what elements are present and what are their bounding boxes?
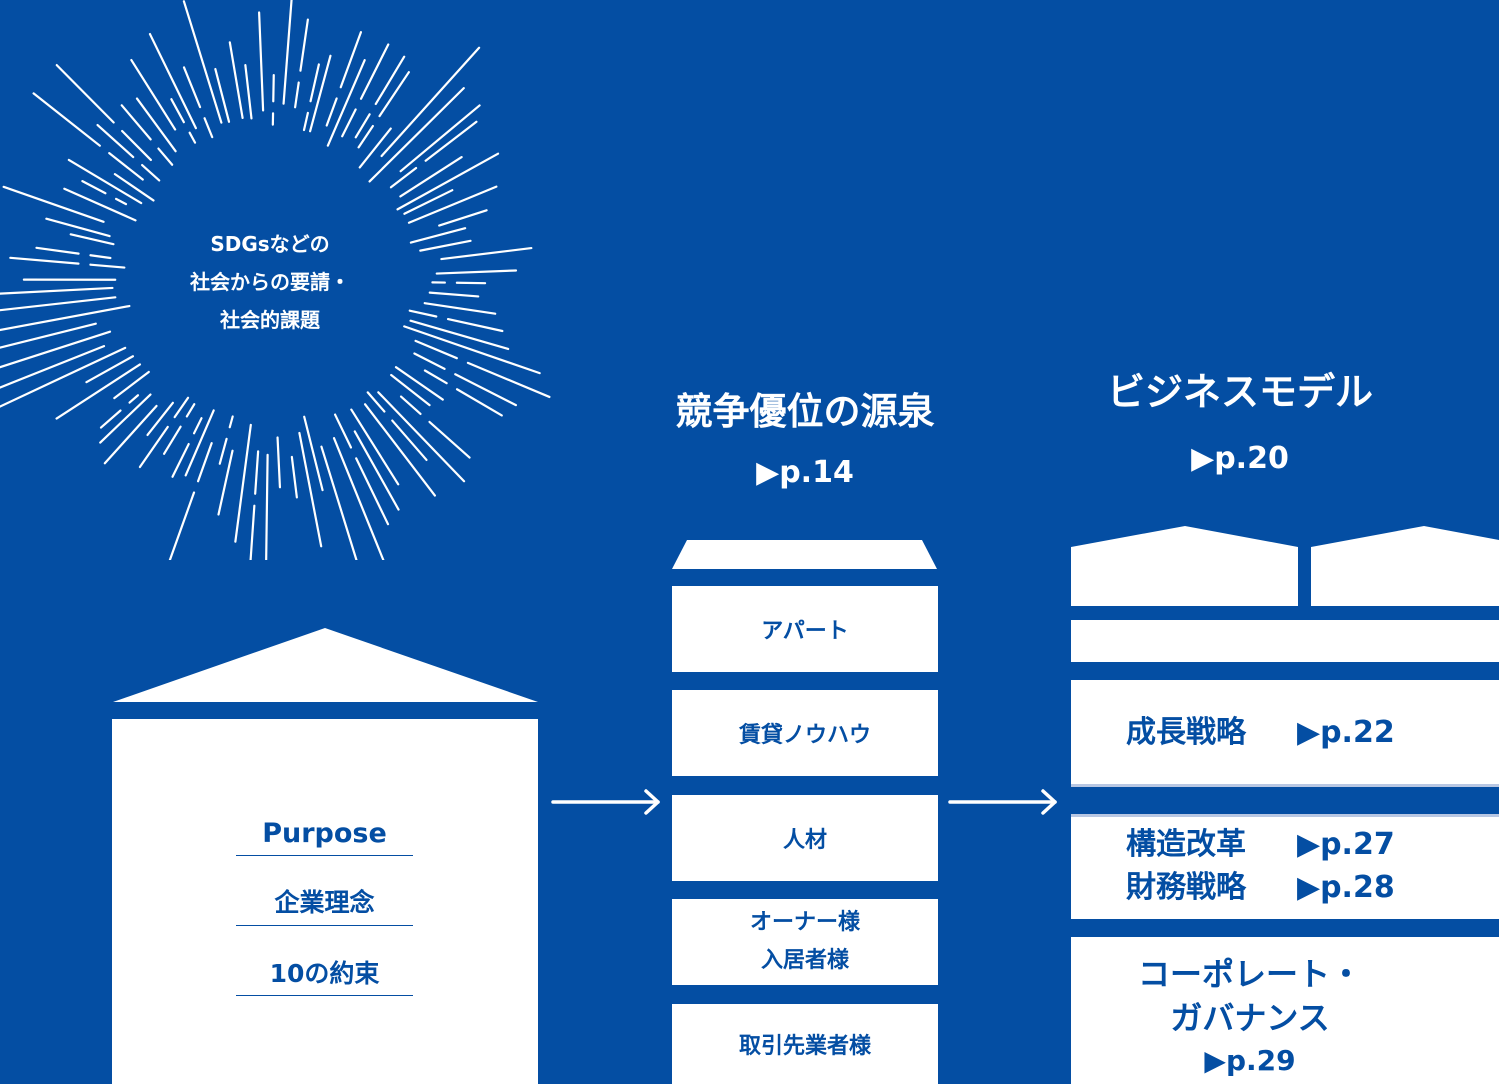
- burst-line-3: 社会的課題: [220, 308, 320, 332]
- advantage-item-owners: オーナー様 入居者様: [672, 899, 938, 985]
- growth-panel: [1071, 680, 1499, 787]
- model-band: [1071, 620, 1499, 662]
- promises-label: 10の約束: [236, 948, 413, 996]
- burst-line-1: SDGsなどの: [210, 232, 330, 256]
- advantage-ref-link[interactable]: ▶p.14: [756, 454, 854, 490]
- advantage-item-partners: 取引先業者様: [672, 1004, 938, 1084]
- governance-line-2: ガバナンス: [1170, 999, 1330, 1037]
- governance-ref-link[interactable]: ▶p.29: [1204, 1043, 1296, 1077]
- advantage-title: 競争優位の源泉: [675, 390, 935, 433]
- philosophy-label: 企業理念: [236, 877, 413, 926]
- burst-text: SDGsなどの 社会からの要請・ 社会的課題: [150, 222, 390, 342]
- finance-ref-link[interactable]: ▶p.28: [1297, 870, 1395, 905]
- growth-ref-link[interactable]: ▶p.22: [1297, 715, 1395, 750]
- growth-label: 成長戦略: [1126, 715, 1246, 750]
- finance-label: 財務戦略: [1126, 870, 1246, 905]
- advantage-item-apartment: アパート: [672, 586, 938, 672]
- structure-ref-link[interactable]: ▶p.27: [1297, 827, 1395, 862]
- advantage-item-people: 人材: [672, 795, 938, 881]
- reform-panel: [1071, 814, 1499, 919]
- governance-panel: [1071, 937, 1499, 1084]
- model-title: ビジネスモデル: [1106, 369, 1373, 414]
- advantage-item-knowhow: 賃貸ノウハウ: [672, 690, 938, 776]
- purpose-label: Purpose: [236, 812, 413, 856]
- structure-label: 構造改革: [1126, 827, 1246, 862]
- house-body: [112, 719, 538, 1084]
- model-ref-link[interactable]: ▶p.20: [1191, 440, 1289, 476]
- governance-line-1: コーポレート・: [1137, 955, 1362, 993]
- burst-line-2: 社会からの要請・: [190, 270, 350, 294]
- burst-lines: [0, 0, 551, 560]
